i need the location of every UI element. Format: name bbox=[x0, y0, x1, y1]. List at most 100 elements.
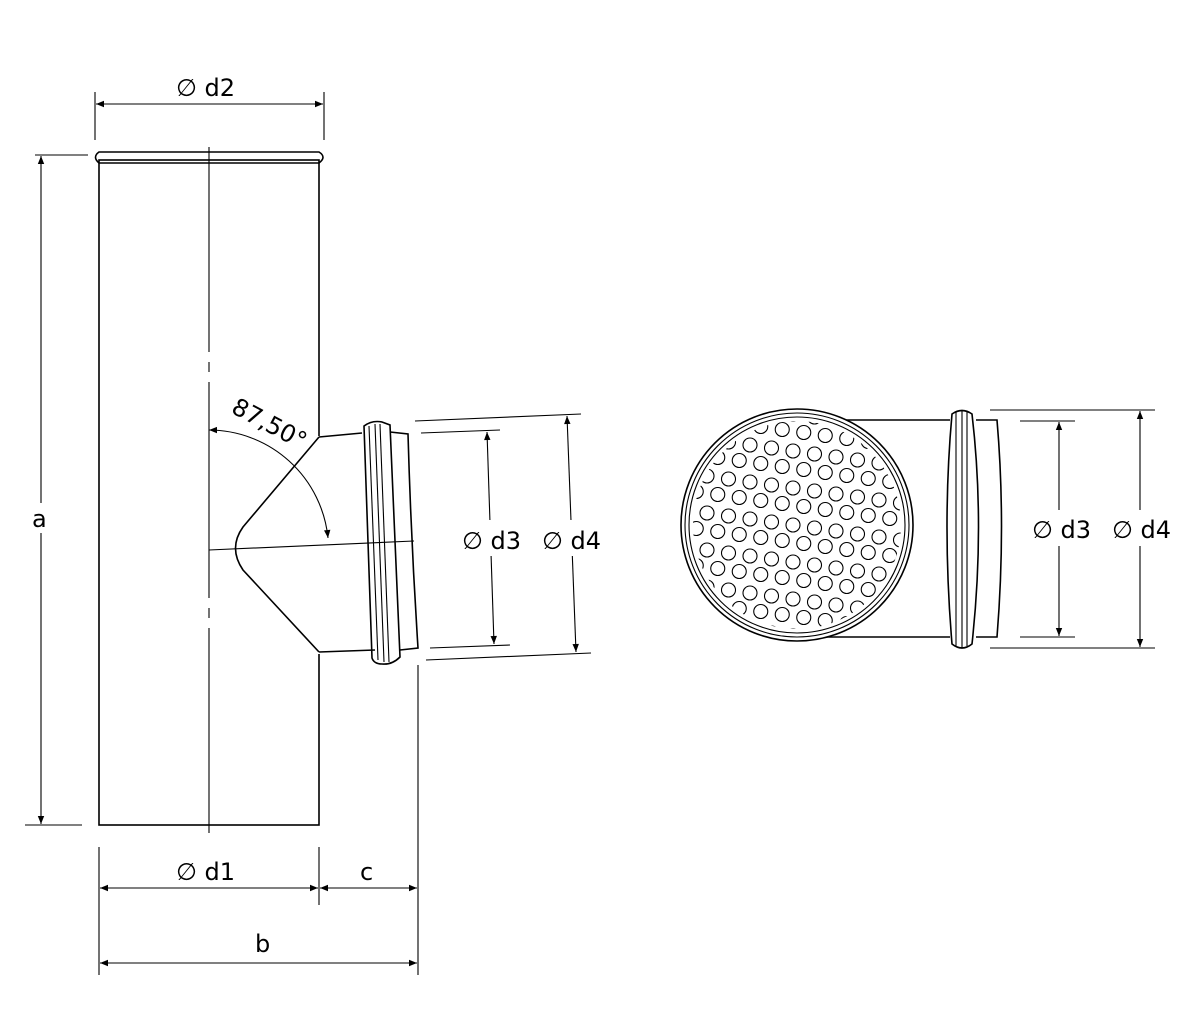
perforation-hole bbox=[839, 541, 855, 558]
perforation-hole bbox=[720, 582, 737, 598]
perforation-hole bbox=[731, 489, 747, 506]
perforation-hole bbox=[849, 563, 866, 579]
perforation-hole bbox=[785, 591, 801, 607]
d3-label: ∅ d3 bbox=[462, 527, 521, 555]
perforation-hole bbox=[753, 529, 769, 546]
dimension-a: a bbox=[25, 154, 88, 826]
perforation-hole bbox=[860, 507, 876, 524]
perforation-hole bbox=[871, 529, 887, 545]
perforation-hole bbox=[817, 427, 833, 444]
perforation-hole bbox=[882, 547, 898, 564]
main-pipe bbox=[94, 147, 324, 833]
branch-dimensions: ∅ d3 ∅ d4 bbox=[414, 413, 608, 661]
perforation-hole bbox=[742, 548, 758, 564]
perforation-hole bbox=[839, 467, 855, 484]
perforation-hole bbox=[871, 492, 887, 508]
perforation-hole bbox=[774, 495, 790, 512]
perforation-hole bbox=[828, 560, 844, 576]
perforation-hole bbox=[720, 508, 737, 524]
perforation-hole bbox=[860, 470, 876, 487]
perforation-hole bbox=[860, 544, 876, 561]
perforation-hole bbox=[839, 578, 855, 595]
perforation-hole bbox=[710, 523, 726, 540]
perforation-hole bbox=[796, 424, 812, 441]
perforation-hole bbox=[849, 489, 866, 505]
perforation-hole bbox=[774, 421, 790, 438]
perforation-hole bbox=[806, 483, 823, 499]
perforation-hole bbox=[731, 526, 747, 543]
perforation-hole bbox=[710, 560, 726, 577]
perforation-hole bbox=[742, 511, 758, 527]
perforation-hole bbox=[785, 480, 801, 496]
perforation-hole bbox=[763, 477, 780, 493]
perforation-hole bbox=[763, 440, 780, 456]
perforation-hole bbox=[753, 455, 769, 472]
perforation-hole bbox=[796, 609, 812, 626]
perforation-hole bbox=[774, 458, 790, 475]
d2-label: ∅ d2 bbox=[176, 74, 235, 102]
perforation-hole bbox=[763, 588, 780, 604]
perforation-hole bbox=[882, 510, 898, 527]
perforation-hole bbox=[817, 501, 833, 518]
perforation-hole bbox=[693, 520, 704, 537]
perforation-hole bbox=[796, 461, 812, 478]
angle-label: 87,50° bbox=[227, 393, 311, 456]
perforation-hole bbox=[806, 446, 823, 462]
perforation-hole bbox=[699, 542, 715, 558]
perforation-hole bbox=[796, 498, 812, 515]
perforation-hole bbox=[796, 572, 812, 589]
angle-dimension: 87,50° bbox=[208, 393, 331, 539]
perforation-hole bbox=[828, 486, 844, 502]
perforation-hole bbox=[817, 538, 833, 555]
perforation-hole bbox=[785, 443, 801, 459]
perforation-hole bbox=[742, 474, 758, 490]
perforation-hole bbox=[774, 532, 790, 549]
perforation-hole bbox=[742, 437, 758, 453]
perforation-hole bbox=[720, 471, 737, 487]
d4-label: ∅ d4 bbox=[542, 527, 601, 555]
perforation-hole bbox=[806, 520, 823, 536]
top-bead bbox=[94, 151, 324, 164]
perforation-hole bbox=[731, 563, 747, 580]
perforation-hole bbox=[849, 526, 866, 542]
perforation-hole bbox=[839, 504, 855, 521]
c-label: c bbox=[360, 858, 373, 886]
perforation-hole bbox=[849, 452, 866, 468]
perforation-hole bbox=[817, 464, 833, 481]
perforation-hole bbox=[753, 492, 769, 509]
perforation-hole bbox=[828, 597, 844, 613]
perforation-hole bbox=[742, 585, 758, 601]
bottom-dimensions: ∅ d1 c b bbox=[98, 665, 419, 975]
perforation-hole bbox=[796, 535, 812, 552]
perforation-hole bbox=[774, 606, 790, 623]
perforation-hole bbox=[763, 514, 780, 530]
end-view-dimensions: ∅ d3 ∅ d4 bbox=[990, 409, 1178, 649]
perforation-hole bbox=[785, 554, 801, 570]
perforation-hole bbox=[731, 452, 747, 469]
perforation-hole bbox=[860, 581, 876, 598]
perforation-hole bbox=[720, 545, 737, 561]
d1-label: ∅ d1 bbox=[176, 858, 235, 886]
perforated-screen bbox=[693, 421, 901, 629]
dimension-d2: ∅ d2 bbox=[94, 74, 325, 140]
end-d4-label: ∅ d4 bbox=[1112, 516, 1171, 544]
perforation-hole bbox=[785, 517, 801, 533]
perforation-hole bbox=[806, 557, 823, 573]
perforation-hole bbox=[774, 569, 790, 586]
perforation-hole bbox=[710, 486, 726, 503]
branch-socket bbox=[208, 420, 419, 665]
perforation-hole bbox=[828, 523, 844, 539]
perforation-hole bbox=[753, 566, 769, 583]
branch-end-view bbox=[680, 408, 1003, 649]
perforation-hole bbox=[806, 421, 823, 425]
end-d3-label: ∅ d3 bbox=[1032, 516, 1091, 544]
perforation-hole bbox=[699, 505, 715, 521]
b-label: b bbox=[255, 930, 270, 958]
perforation-hole bbox=[763, 551, 780, 567]
perforation-hole bbox=[828, 449, 844, 465]
a-label: a bbox=[32, 505, 47, 533]
perforation-hole bbox=[753, 603, 769, 620]
perforation-hole bbox=[806, 594, 823, 610]
